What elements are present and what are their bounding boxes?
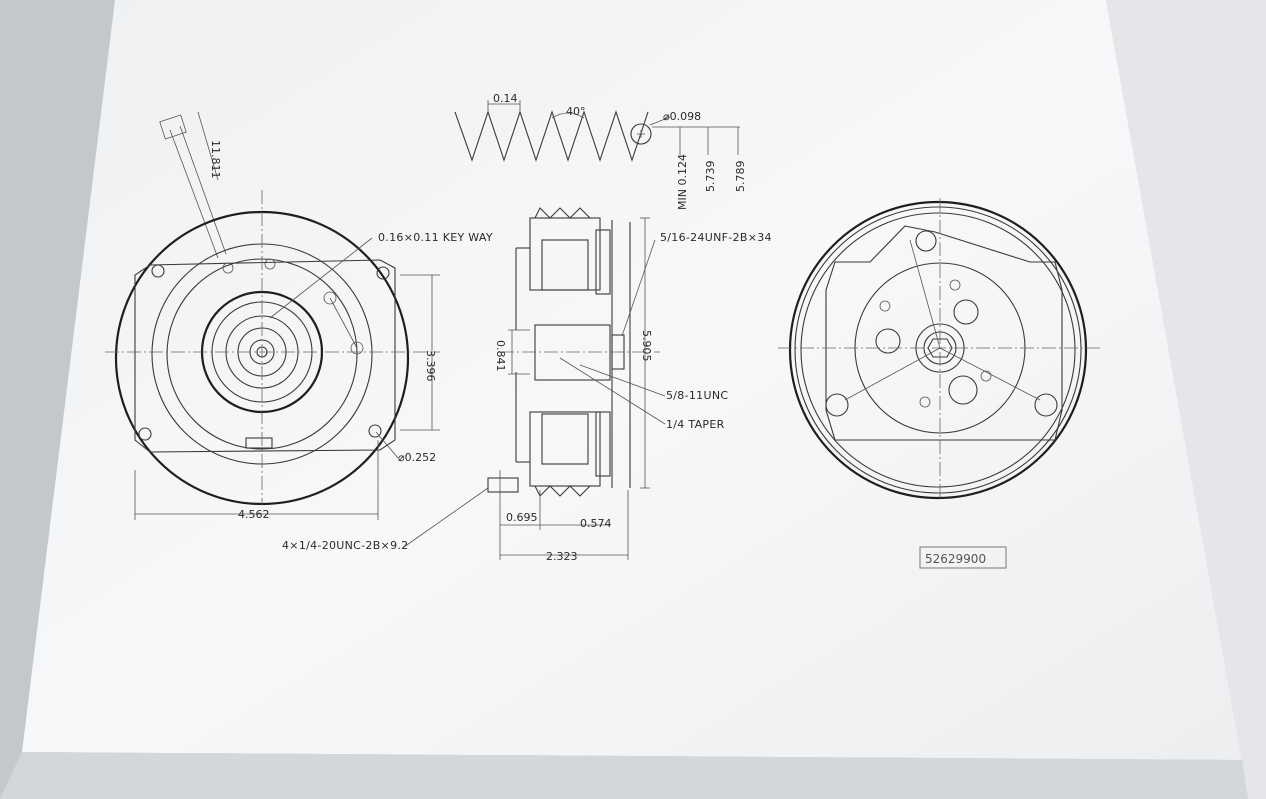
bolt-width-label: 4.562	[238, 508, 270, 521]
clutch-rear-view	[778, 198, 1100, 500]
groove-pitch-label: 0.14	[493, 92, 518, 105]
lead-length-label: 11.811	[209, 140, 222, 179]
bore-dim-label: 0.841	[494, 340, 507, 372]
min-groove-label: MIN 0.124	[676, 154, 689, 210]
groove-angle-label: 40°	[566, 105, 586, 118]
thread-note: 5/8-11UNC	[666, 389, 728, 402]
mount-bolts-note: 4×1/4-20UNC-2B×9.2	[282, 539, 408, 552]
ball-diameter-label: ⌀0.098	[663, 110, 701, 123]
offset-1-label: 0.695	[506, 511, 538, 524]
clutch-front-view	[105, 111, 440, 520]
keyway-note: 0.16×0.11 KEY WAY	[378, 231, 493, 244]
groove-dia-1-label: 5.739	[704, 161, 717, 193]
clutch-section-view	[403, 207, 666, 560]
groove-profile	[454, 100, 740, 162]
bolt-height-label: 3.396	[424, 350, 437, 382]
part-number-box	[919, 546, 1007, 569]
pulley-diameter-label: 5.905	[640, 330, 653, 362]
screw-note: 5/16-24UNF-2B×34	[660, 231, 772, 244]
groove-dia-2-label: 5.789	[734, 161, 747, 193]
part-number: 52629900	[925, 552, 986, 566]
hole-diameter-label: ⌀0.252	[398, 451, 436, 464]
offset-2-label: 0.574	[580, 517, 612, 530]
taper-note: 1/4 TAPER	[666, 418, 725, 431]
overall-depth-label: 2.323	[546, 550, 578, 563]
